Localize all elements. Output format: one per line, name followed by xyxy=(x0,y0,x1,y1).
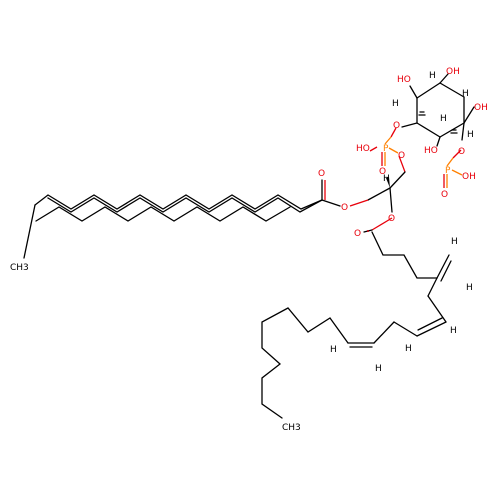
left-phosphate-group xyxy=(369,127,399,166)
atom-label-h-ring-1: H xyxy=(429,71,436,81)
inositol-ring xyxy=(401,73,475,147)
atom-label-ho-ring-bottom: HO xyxy=(424,146,438,156)
atom-label-p-right: P xyxy=(445,166,451,176)
atom-label-o-glycerol-right: O xyxy=(388,214,395,224)
atom-label-h-db2-bottom: H xyxy=(405,344,412,354)
right-acyl-chain xyxy=(261,231,452,419)
atom-label-o-ring-left: O xyxy=(393,121,400,131)
atom-label-o-carbonyl-left: O xyxy=(318,169,325,179)
atom-label-o-carbonyl-right: O xyxy=(354,229,361,239)
left-acyl-chain-lower xyxy=(35,197,323,222)
atom-label-h-ring-2: H xyxy=(440,114,447,124)
atom-label-o-p-left-right: O xyxy=(398,151,405,161)
atom-label-ch3-left: CH3 xyxy=(10,263,29,273)
atom-labels: HO OH OH HO H H H H H O O P P HO O O O O… xyxy=(10,67,488,433)
atom-label-p-left: P xyxy=(383,144,389,154)
atom-label-oh-right: OH xyxy=(474,103,488,113)
atom-label-h-db3-left: H xyxy=(330,345,337,355)
atom-label-ho-top-left: HO xyxy=(397,75,411,85)
atom-label-oh-top-right: OH xyxy=(446,67,460,77)
atom-label-o-ring-right: O xyxy=(458,147,465,157)
atom-label-h-db3-bottom: H xyxy=(375,364,382,374)
atom-label-o-ester-link: O xyxy=(341,203,348,213)
atom-label-o-p-left-bottom: O xyxy=(379,167,386,177)
atom-label-ho-p-left: HO xyxy=(356,144,370,154)
glycerol-backbone xyxy=(321,155,406,233)
atom-label-h-stereo: H xyxy=(383,174,390,184)
right-phosphate-group xyxy=(443,149,463,188)
atom-label-h-ring-5: H xyxy=(467,130,474,140)
atom-label-h-ring-4: H xyxy=(392,99,399,109)
left-acyl-chain xyxy=(23,194,323,259)
atom-label-h-db2-top: H xyxy=(450,326,457,336)
atom-label-oh-p-right: OH xyxy=(462,172,476,182)
atom-label-ch3-bottom: CH3 xyxy=(282,423,301,433)
atom-label-h-db1-top: H xyxy=(451,237,458,247)
atom-label-h-ring-3: H xyxy=(462,89,469,99)
atom-label-h-db1-bottom: H xyxy=(466,283,473,293)
atom-label-o-p-right-bottom: O xyxy=(441,190,448,200)
